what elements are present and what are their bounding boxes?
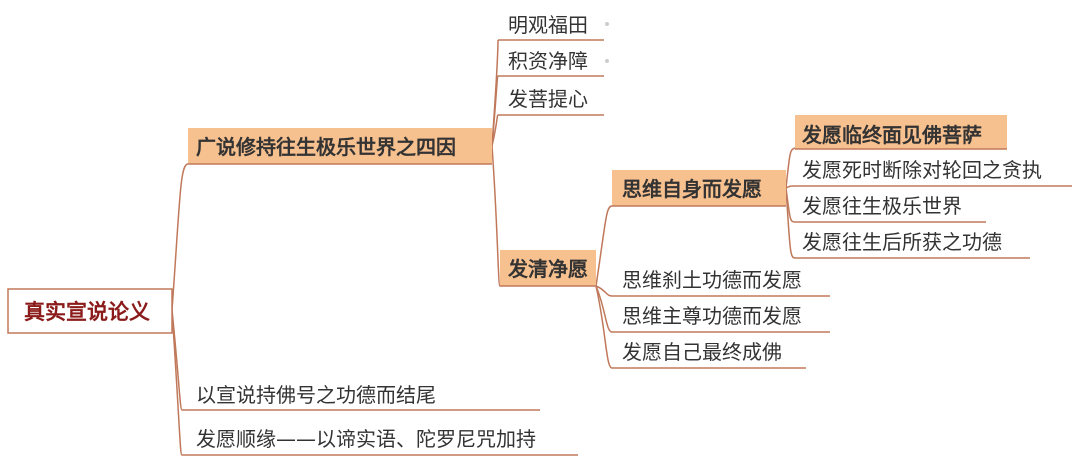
node-closing-merit[interactable]: 以宣说持佛号之功德而结尾 [182,383,540,411]
collapsed-dot-icon [605,22,609,26]
node-accumulate-purify-label: 积资净障 [508,49,588,73]
root-node-frame [7,288,173,334]
node-aspire-self[interactable]: 思维自身而发愿 [612,170,786,207]
node-favorable-conditions-label: 发愿顺缘——以谛实语、陀罗尼咒加持 [196,427,536,451]
node-aspire-self-label: 思维自身而发愿 [622,177,762,201]
connector-self-meet [785,147,796,189]
node-four-causes-highlight [188,128,492,164]
connector-four-causes-bodhicitta [491,114,499,147]
node-rebirth-sukhavati-label: 发愿往生极乐世界 [802,194,962,218]
connector-aspiration-land [595,285,613,297]
node-four-causes-label: 广说修持往生极乐世界之四因 [196,135,456,159]
node-merits-after-rebirth[interactable]: 发愿往生后所获之功德 [795,230,1030,259]
node-field-of-merit[interactable]: 明观福田 [498,13,609,41]
connector-self-detach [785,185,796,189]
node-meet-buddhas-highlight [795,115,1007,149]
connector-root-four-causes [171,163,189,311]
node-field-of-merit-label: 明观福田 [508,13,588,37]
node-pure-aspiration-highlight [500,250,596,286]
node-favorable-conditions[interactable]: 发愿顺缘——以谛实语、陀罗尼咒加持 [182,427,578,456]
connector-aspiration-buddha [595,285,613,369]
connector-aspiration-self [595,205,613,287]
connector-four-causes-aspiration [491,145,501,287]
node-rebirth-sukhavati[interactable]: 发愿往生极乐世界 [795,194,986,223]
node-aspire-buddhahood-label: 发愿自己最终成佛 [622,340,782,364]
node-aspire-lord-label: 思维主尊功德而发愿 [622,304,802,328]
node-aspire-pure-land-label: 思维刹土功德而发愿 [622,268,802,292]
node-meet-buddhas[interactable]: 发愿临终面见佛菩萨 [795,115,1007,150]
node-meet-buddhas-label: 发愿临终面见佛菩萨 [801,123,982,147]
node-pure-aspiration[interactable]: 发清净愿 [500,250,596,287]
node-aspire-pure-land[interactable]: 思维刹土功德而发愿 [612,268,830,297]
node-closing-merit-label: 以宣说持佛号之功德而结尾 [196,383,436,407]
root-node[interactable]: 真实宣说论义 [7,288,173,334]
node-bodhicitta[interactable]: 发菩提心 [498,87,604,116]
connector-self-merits [785,187,796,259]
node-aspire-self-highlight [612,170,786,206]
node-aspire-buddhahood[interactable]: 发愿自己最终成佛 [612,340,806,369]
node-bodhicitta-label: 发菩提心 [508,87,588,111]
node-merits-after-rebirth-label: 发愿往生后所获之功德 [802,230,1002,254]
node-accumulate-purify[interactable]: 积资净障 [498,49,609,77]
node-aspire-lord[interactable]: 思维主尊功德而发愿 [612,304,830,333]
connector-aspiration-lord [595,285,613,333]
connector-four-causes-merit [491,75,499,147]
node-cut-attachment[interactable]: 发愿死时断除对轮回之贪执 [795,158,1072,187]
node-four-causes[interactable]: 广说修持往生极乐世界之四因 [188,128,492,165]
collapsed-dot-icon [605,59,609,63]
root-node-label: 真实宣说论义 [24,300,150,324]
node-pure-aspiration-label: 发清净愿 [507,257,588,281]
node-cut-attachment-label: 发愿死时断除对轮回之贪执 [802,158,1042,182]
connector-root-conditions [171,309,183,456]
